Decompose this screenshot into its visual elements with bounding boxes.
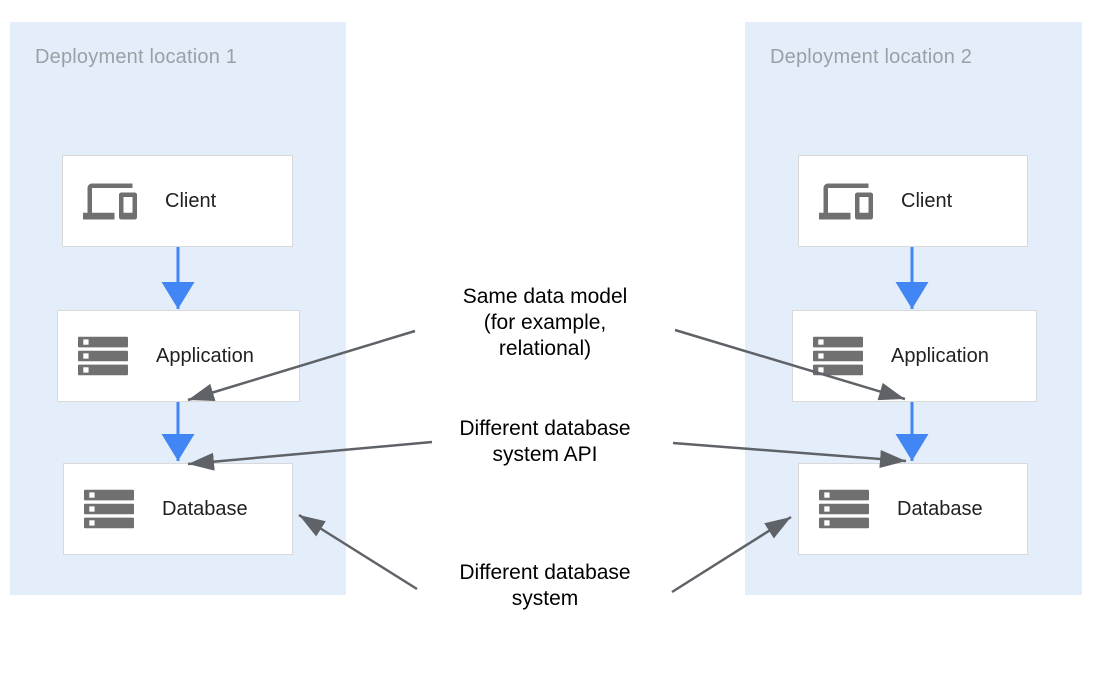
node-label: Application [891, 344, 989, 367]
server-icon [813, 336, 863, 376]
application-box-1: Application [57, 310, 300, 402]
client-box-1: Client [62, 155, 293, 247]
annotation-different-db-api: Different database system API [459, 417, 631, 466]
database-box-1: Database [63, 463, 293, 555]
node-label: Client [165, 189, 217, 212]
node-label: Database [162, 497, 248, 520]
node-label: Client [901, 189, 953, 212]
node-label: Application [156, 344, 254, 367]
client-box-2: Client [798, 155, 1028, 247]
application-box-2: Application [792, 310, 1037, 402]
panel-title: Deployment location 2 [770, 46, 973, 68]
devices-icon [83, 179, 137, 224]
server-icon [78, 336, 128, 376]
server-icon [819, 489, 869, 529]
devices-icon [819, 179, 873, 224]
server-icon [84, 489, 134, 529]
annotation-same-data-model: Same data model (for example, relational… [462, 285, 628, 360]
panel-title: Deployment location 1 [35, 46, 238, 68]
annotation-different-db-system: Different database system [459, 561, 631, 610]
database-box-2: Database [798, 463, 1028, 555]
node-label: Database [897, 497, 983, 520]
